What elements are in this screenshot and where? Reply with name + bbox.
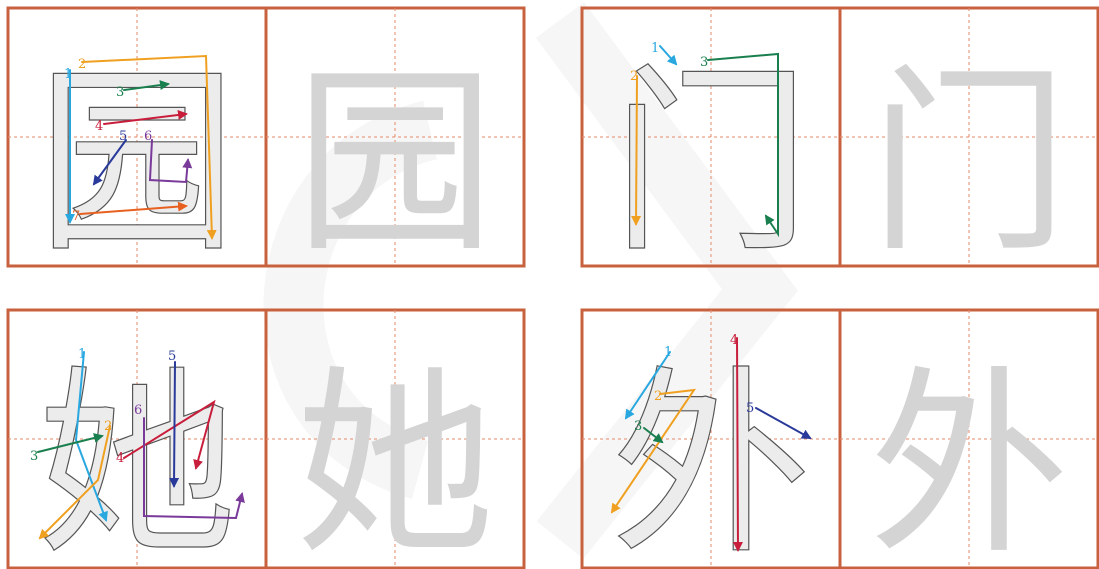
stroke-arrow-2 bbox=[38, 425, 111, 540]
stroke-number-2: 2 bbox=[104, 419, 112, 434]
stroke-arrow-1 bbox=[74, 351, 108, 522]
stroke-number-2: 2 bbox=[630, 69, 638, 84]
stroke-arrow-2 bbox=[81, 54, 217, 240]
model-character: 她 bbox=[37, 349, 237, 569]
stroke-arrow-5 bbox=[755, 407, 812, 439]
stroke-number-3: 3 bbox=[30, 449, 38, 464]
stroke-arrow-2 bbox=[610, 388, 697, 514]
stroke-arrow-7 bbox=[79, 201, 188, 215]
practice-cell: 她 bbox=[264, 308, 526, 569]
model-cell: 园 1 2 3 4 5 6 7 bbox=[6, 6, 268, 281]
stroke-number-6: 6 bbox=[134, 403, 142, 418]
char-pair-wai: 外 1 2 3 4 5 外 bbox=[580, 308, 1099, 569]
stroke-arrow-1 bbox=[624, 351, 671, 420]
stroke-arrow-4 bbox=[103, 110, 188, 125]
model-character: 门 bbox=[611, 47, 811, 280]
stroke-number-5: 5 bbox=[746, 401, 754, 416]
model-cell: 门 1 2 3 bbox=[580, 6, 842, 281]
watermark-logo bbox=[263, 2, 798, 559]
stroke-arrow-3 bbox=[123, 80, 170, 91]
stroke-number-2: 2 bbox=[78, 57, 86, 72]
stroke-number-6: 6 bbox=[144, 129, 152, 144]
stroke-arrow-3 bbox=[37, 433, 104, 453]
stroke-arrow-2 bbox=[631, 75, 642, 226]
stroke-number-4: 4 bbox=[730, 333, 738, 348]
stroke-number-2: 2 bbox=[654, 389, 662, 404]
stroke-number-3: 3 bbox=[116, 85, 124, 100]
ghost-character: 她 bbox=[295, 349, 495, 569]
stroke-arrow-4 bbox=[123, 399, 216, 470]
stroke-number-1: 1 bbox=[64, 67, 72, 82]
stroke-number-5: 5 bbox=[168, 349, 176, 364]
stroke-number-1: 1 bbox=[78, 347, 86, 362]
stroke-arrow-5 bbox=[92, 139, 127, 186]
char-pair-yuan: 园 1 2 3 4 5 6 7 园 bbox=[6, 6, 526, 281]
practice-cell: 门 bbox=[838, 6, 1099, 280]
ghost-character: 外 bbox=[869, 349, 1069, 569]
stroke-number-3: 3 bbox=[700, 55, 708, 70]
stroke-number-3: 3 bbox=[634, 419, 642, 434]
stroke-number-5: 5 bbox=[119, 129, 127, 144]
stroke-arrow-5 bbox=[169, 361, 180, 488]
stroke-arrow-3 bbox=[707, 52, 779, 238]
stroke-arrow-1 bbox=[659, 45, 678, 66]
ghost-character: 门 bbox=[869, 47, 1069, 280]
stroke-number-4: 4 bbox=[116, 451, 124, 466]
stroke-number-1: 1 bbox=[651, 41, 659, 56]
stroke-number-1: 1 bbox=[664, 345, 672, 360]
char-pair-ta: 她 1 2 3 4 5 6 她 bbox=[6, 308, 526, 569]
stroke-arrow-6 bbox=[143, 417, 245, 520]
char-pair-men: 门 1 2 3 门 bbox=[580, 6, 1099, 281]
stroke-number-4: 4 bbox=[95, 119, 103, 134]
practice-cell: 园 bbox=[264, 6, 526, 280]
practice-cell: 外 bbox=[838, 308, 1099, 569]
model-cell: 外 1 2 3 4 5 bbox=[580, 308, 842, 569]
stroke-arrow-6 bbox=[148, 139, 193, 184]
model-cell: 她 1 2 3 4 5 6 bbox=[6, 308, 268, 569]
stroke-arrow-3 bbox=[643, 427, 664, 444]
ghost-character: 园 bbox=[295, 47, 495, 280]
model-character: 外 bbox=[611, 349, 811, 569]
stroke-number-7: 7 bbox=[72, 209, 80, 224]
stroke-arrow-4 bbox=[732, 337, 743, 552]
